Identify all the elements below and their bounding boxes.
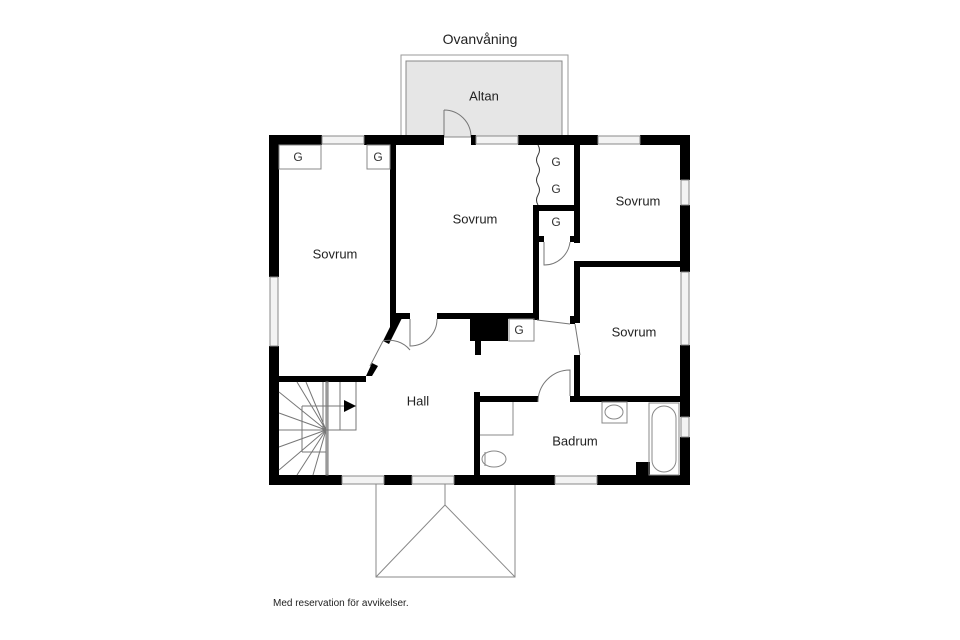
windows	[269, 135, 690, 485]
room-label-sovrum-left: Sovrum	[312, 246, 358, 262]
room-label-altan: Altan	[469, 88, 499, 104]
entrance-porch	[375, 483, 516, 578]
room-label-badrum: Badrum	[552, 433, 598, 449]
closet-label: G	[551, 215, 561, 229]
closet-label: G	[514, 323, 524, 337]
disclaimer-text: Med reservation för avvikelser.	[273, 598, 409, 609]
closet-label: G	[373, 150, 383, 164]
floor-title: Ovanvåning	[442, 31, 518, 47]
walls	[269, 135, 690, 485]
balcony	[400, 54, 569, 138]
doors	[369, 241, 581, 403]
fixtures	[278, 144, 680, 476]
room-label-hall: Hall	[406, 393, 430, 409]
closet-label: G	[551, 155, 561, 169]
closet-label: G	[293, 150, 303, 164]
room-label-sovrum-top-right: Sovrum	[615, 193, 661, 209]
room-label-sovrum-center: Sovrum	[452, 211, 498, 227]
room-label-sovrum-right: Sovrum	[611, 324, 657, 340]
closet-label: G	[551, 182, 561, 196]
staircase	[278, 381, 357, 476]
